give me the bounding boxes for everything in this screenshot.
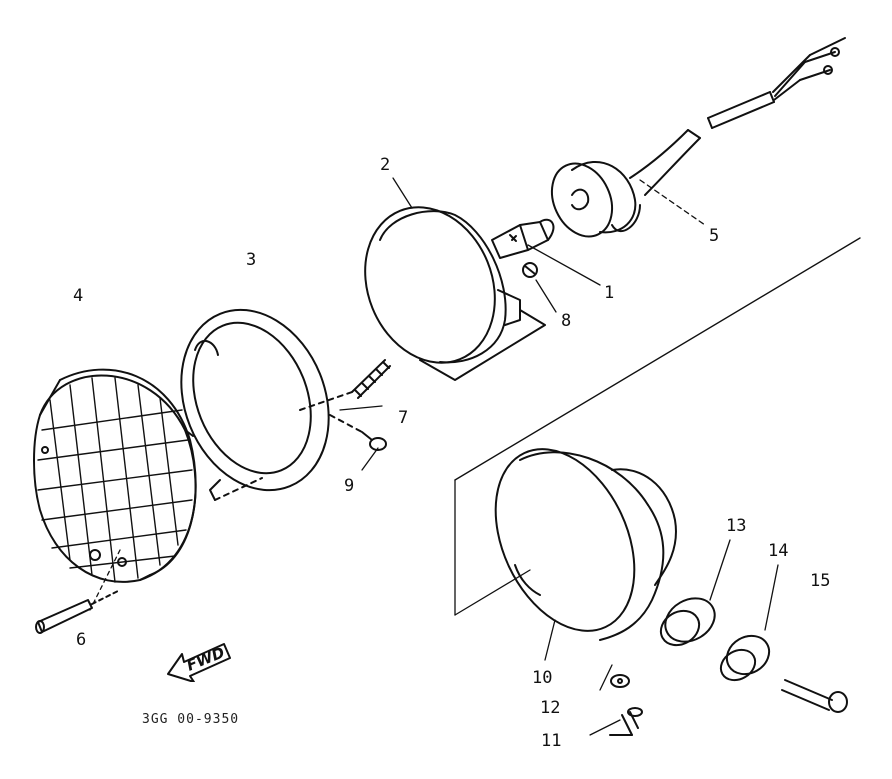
bulb-part — [491, 218, 555, 259]
callout-11: 11 — [541, 731, 562, 751]
grommet-part-13 — [659, 597, 716, 647]
callout-5: 5 — [709, 226, 720, 246]
callout-2: 2 — [380, 155, 391, 175]
screw-part-9 — [329, 414, 387, 451]
bolt-part-15 — [781, 679, 848, 713]
callout-4: 4 — [73, 286, 84, 306]
drawing-code: 3GG 00-9350 — [142, 712, 240, 727]
washer-part-12 — [610, 674, 630, 688]
forward-arrow-icon — [167, 643, 231, 682]
lens-unit-part — [364, 206, 546, 381]
nut-part-8 — [522, 262, 538, 278]
collar-part-14 — [719, 634, 771, 682]
callout-15: 15 — [810, 571, 831, 591]
rim-part — [180, 308, 330, 501]
callout-10: 10 — [532, 668, 553, 688]
headlight-guard-part — [33, 368, 197, 583]
callout-14: 14 — [768, 541, 789, 561]
housing-part — [494, 448, 677, 641]
callout-8: 8 — [561, 311, 572, 331]
bolt-part-11 — [609, 707, 643, 736]
callout-12: 12 — [540, 698, 561, 718]
socket-cord-part — [550, 37, 846, 238]
screw-part-6 — [35, 589, 121, 634]
callout-7: 7 — [398, 408, 409, 428]
leader-lines — [89, 177, 779, 736]
callout-9: 9 — [344, 476, 355, 496]
callout-6: 6 — [76, 630, 87, 650]
screw-part-7 — [299, 359, 391, 411]
callout-13: 13 — [726, 516, 747, 536]
callout-1: 1 — [604, 283, 615, 303]
callout-3: 3 — [246, 250, 257, 270]
